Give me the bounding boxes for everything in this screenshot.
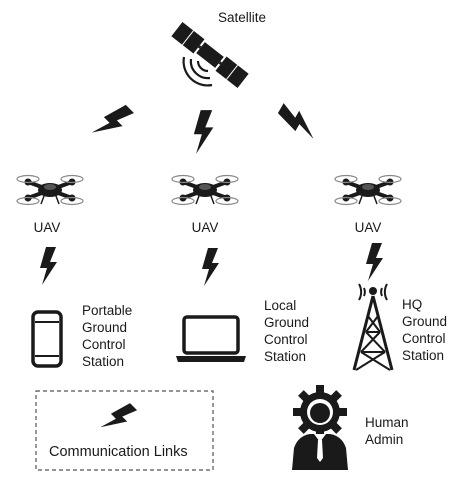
legend-lightning-bolt-icon <box>98 398 138 438</box>
laptop-icon <box>176 315 246 362</box>
admin-gear-person-icon <box>292 385 348 470</box>
drone-icon-right <box>333 173 403 207</box>
human-admin-label: Human Admin <box>365 415 409 447</box>
satellite-icon <box>171 22 249 88</box>
drone-icon-left <box>15 173 85 207</box>
link-satellite-uav-center-icon <box>193 110 214 154</box>
legend-box <box>35 390 214 471</box>
uav-left-label: UAV <box>33 220 61 235</box>
satellite-label: Satellite <box>218 10 267 25</box>
uav-center-label: UAV <box>191 220 219 235</box>
local-station-label: Local Ground Control Station <box>264 298 310 364</box>
portable-station-label: Portable Ground Control Station <box>82 303 133 369</box>
radio-tower-icon <box>352 283 394 371</box>
drone-icon-center <box>170 173 240 207</box>
uav-right-label: UAV <box>354 220 382 235</box>
link-satellite-uav-right-icon <box>274 102 323 141</box>
link-satellite-uav-left-icon <box>90 100 135 145</box>
legend-label: Communication Links <box>49 444 188 460</box>
hq-station-label: HQ Ground Control Station <box>402 297 448 363</box>
link-uav-portable-icon <box>40 247 57 285</box>
link-uav-hq-icon <box>366 243 383 281</box>
smartphone-icon <box>31 310 63 368</box>
link-uav-local-icon <box>202 248 219 286</box>
